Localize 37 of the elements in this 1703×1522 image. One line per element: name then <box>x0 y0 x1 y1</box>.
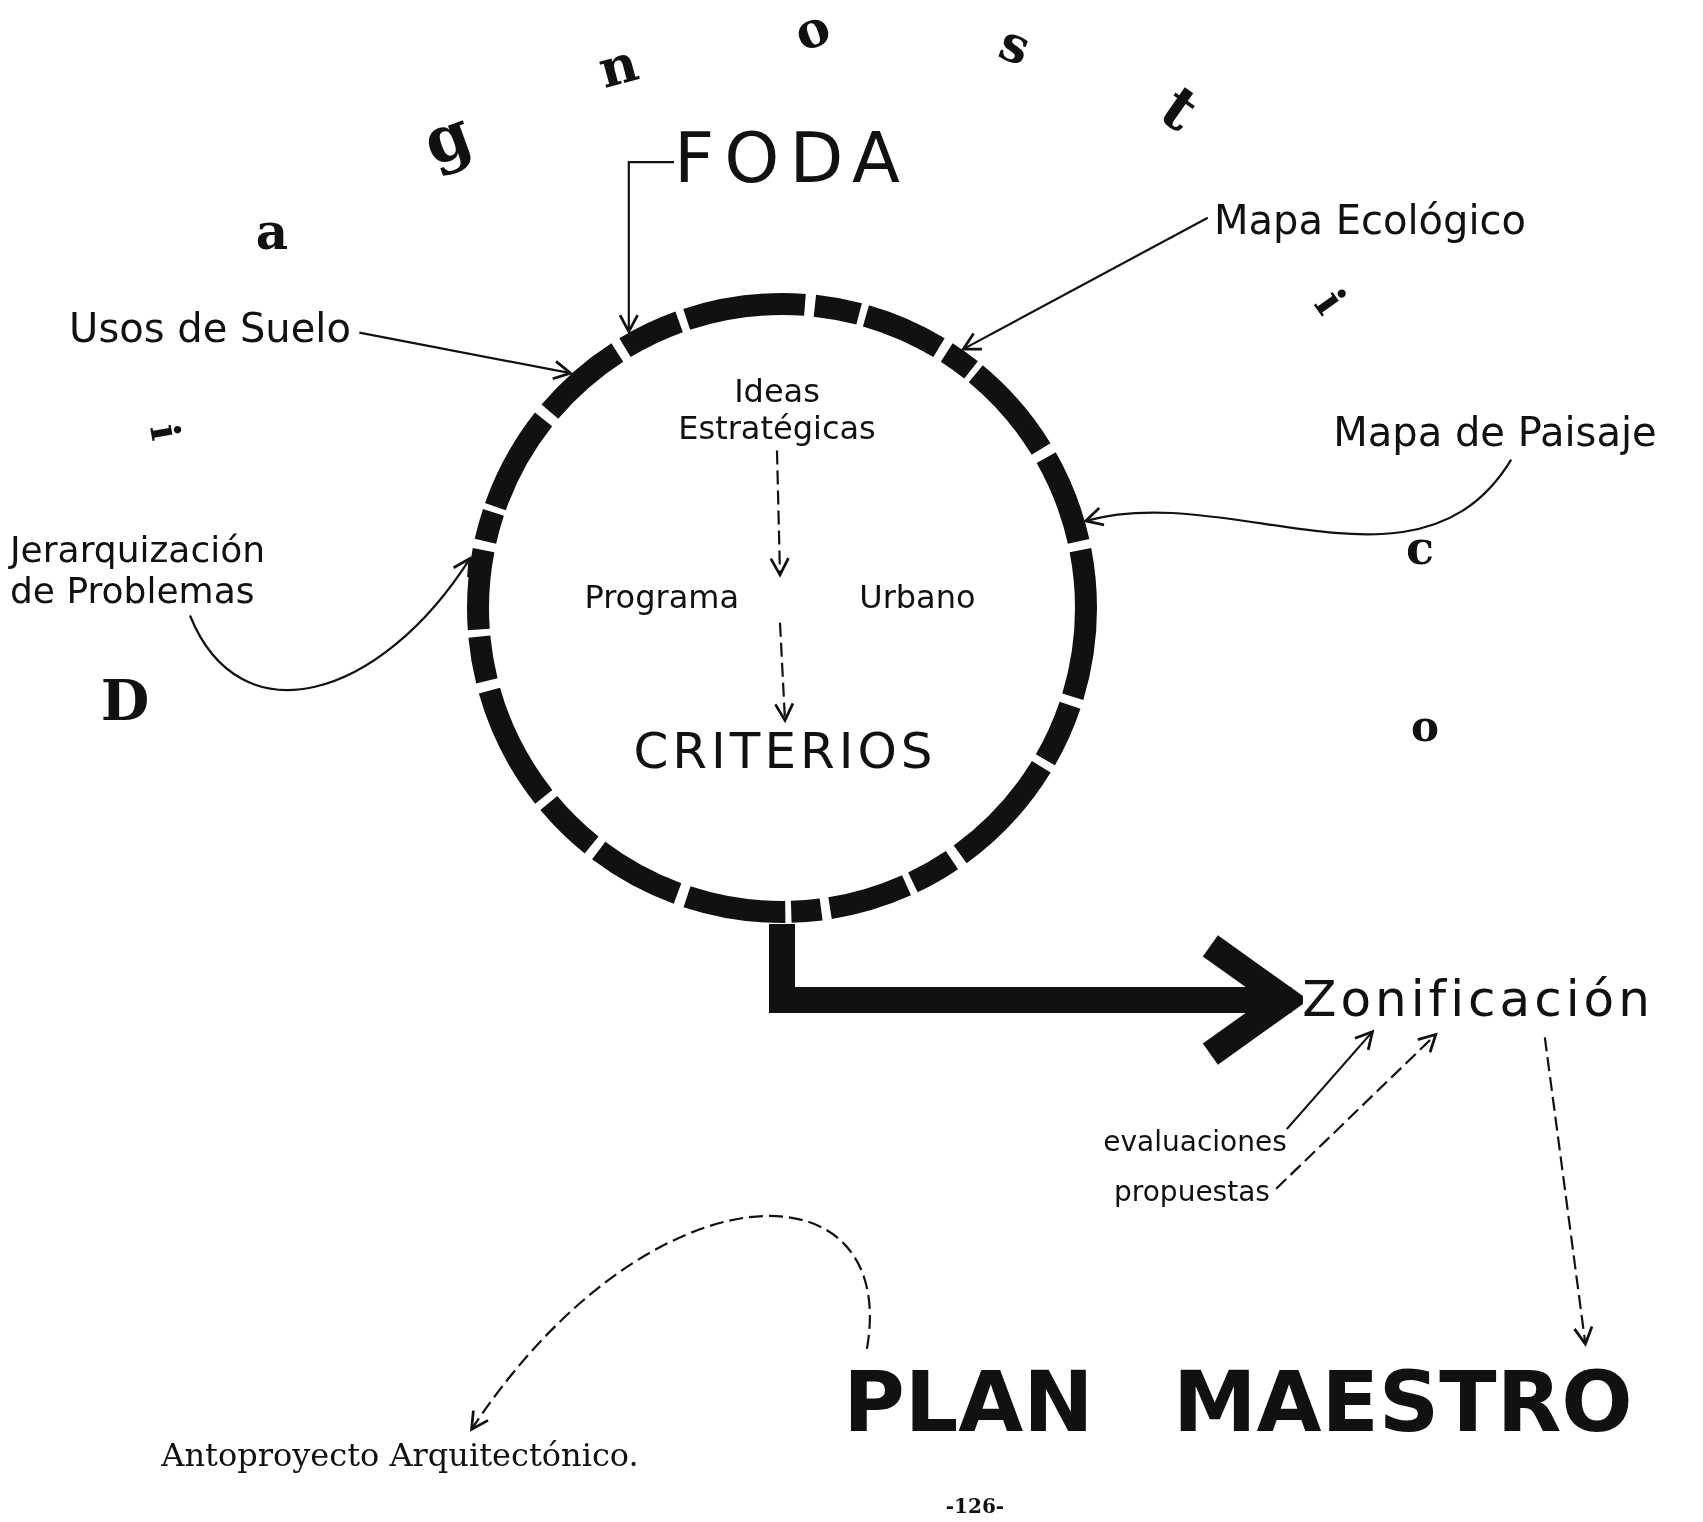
broken-ring-circle <box>466 292 1098 924</box>
scattered-letter: i <box>1307 282 1353 322</box>
scattered-letter: D <box>100 672 150 728</box>
node-text: Mapa de Paisaje <box>1333 409 1657 455</box>
arrow <box>769 450 790 577</box>
arrow <box>961 216 1209 351</box>
node-text: Jerarquización de Problemas <box>10 528 310 612</box>
scattered-letter: c <box>1406 525 1434 571</box>
page-number: -126- <box>945 1496 1005 1516</box>
scattered-letter: s <box>993 16 1037 74</box>
arrow <box>618 160 675 333</box>
node-text: Ideas Estratégicas <box>652 373 902 447</box>
scattered-letter: i <box>144 421 186 443</box>
scattered-letter: t <box>1151 75 1209 141</box>
arrow <box>1275 1033 1438 1190</box>
arrow <box>774 622 795 722</box>
arrow <box>1084 458 1513 536</box>
node-text: Zonificación <box>1302 971 1654 1029</box>
node-text: Mapa Ecológico <box>1214 197 1526 243</box>
node-text: CRITERIOS <box>633 723 937 781</box>
scattered-letter: o <box>787 0 837 60</box>
arrow <box>470 1215 871 1431</box>
scattered-letter: a <box>255 207 289 257</box>
node-text: evaluaciones <box>1103 1125 1287 1159</box>
node-text: FODA <box>674 117 910 199</box>
node-text: Antoproyecto Arquitectónico. <box>161 1436 639 1474</box>
arrow <box>1543 1037 1594 1346</box>
arrow <box>189 557 472 691</box>
node-text: propuestas <box>1114 1175 1270 1209</box>
node-text: Usos de Suelo <box>69 305 351 351</box>
scattered-letter: g <box>415 100 479 176</box>
scattered-letter: o <box>1411 706 1439 748</box>
scattered-letter: n <box>593 36 643 96</box>
node-text: Programa Urbano <box>584 578 976 616</box>
node-text: PLAN MAESTRO <box>843 1353 1633 1451</box>
arrow <box>359 331 572 381</box>
arrow <box>1285 1030 1374 1130</box>
